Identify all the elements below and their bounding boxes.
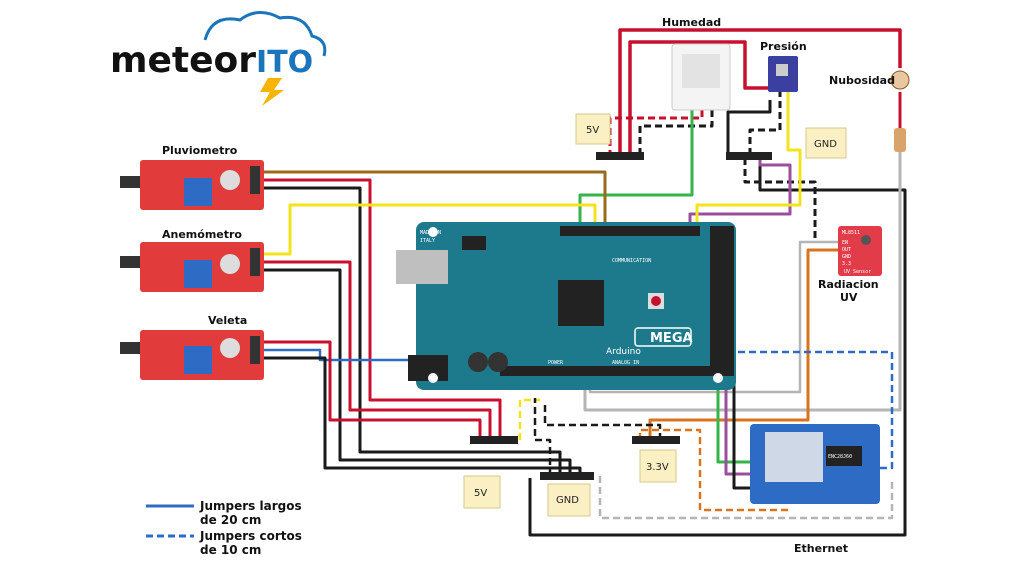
wire-yellow-anemo (262, 203, 597, 256)
wire-red-top-humidity (618, 28, 902, 158)
uv-chip-label: ML8511 (842, 230, 860, 236)
svg-text:5V: 5V (474, 488, 487, 499)
italy-label: ITALY (420, 238, 435, 244)
ethernet-chip-label: ENC28J60 (828, 454, 852, 460)
wire-green-humidity (578, 110, 694, 232)
uv-label: UV (840, 291, 858, 304)
wire-yellow-dashed-5v (518, 398, 540, 440)
tag-gnd-bottom: GND (547, 483, 591, 517)
uv-pin-3v3: 3.3 (842, 261, 851, 267)
wire-black-presion3 (528, 158, 907, 537)
tag-5v-top: 5V (575, 113, 611, 145)
power-label: POWER (548, 360, 564, 366)
svg-text:GND: GND (814, 139, 837, 150)
presion-label: Presión (760, 40, 807, 53)
wire-grey-dashed-ethernet (598, 476, 894, 520)
svg-text:3.3V: 3.3V (646, 462, 669, 473)
wire-orange-ethernet (638, 428, 790, 512)
wire-black-humidity-down (638, 110, 714, 158)
wires (262, 28, 907, 537)
sensor-veleta: Veleta (120, 314, 264, 380)
wire-black-dashed-3v3 (543, 405, 662, 440)
sensor-presion: Presión (760, 40, 807, 92)
arduino-model: MEGA (650, 331, 693, 346)
humedad-label: Humedad (662, 16, 721, 29)
made-in-label: MADE IN (420, 230, 441, 236)
communication-label: COMMUNICATION (612, 258, 651, 264)
wire-black-presion2 (726, 100, 772, 158)
uv-pin-en: EN (842, 240, 848, 246)
tag-3v3: 3.3V (639, 449, 677, 483)
legend-long-line2: de 20 cm (200, 513, 261, 527)
uv-pin-gnd: GND (842, 254, 851, 260)
wire-brown-pluvio (262, 170, 607, 232)
wire-orange-uv (648, 248, 840, 440)
sensor-nubosidad: Nubosidad (829, 70, 910, 152)
sensor-pluviometro: Pluviometro (120, 144, 264, 210)
mcu-chip (558, 280, 604, 326)
legend-short-line1: Jumpers cortos (199, 529, 302, 543)
cloud-icon (203, 11, 327, 57)
wire-black-presion4 (743, 158, 817, 240)
tag-5v-bottom: 5V (463, 475, 501, 509)
meteorito-logo: meteorITO (110, 11, 327, 106)
wire-red-humidity-down (608, 110, 704, 158)
svg-text:GND: GND (556, 495, 579, 506)
logo-text-main: meteorITO (110, 40, 313, 81)
logo-accent: ITO (256, 45, 313, 80)
lightning-bolt-icon (260, 78, 284, 106)
legend-long-line1: Jumpers largos (199, 499, 302, 513)
pluviometro-label: Pluviometro (162, 144, 238, 157)
wire-black-dashed-gnd (533, 398, 552, 476)
sensor-anemometro: Anemómetro (120, 228, 264, 292)
ethernet-label: Ethernet (794, 542, 848, 555)
anemometro-label: Anemómetro (162, 228, 242, 241)
ethernet-module: ENC28J60 Ethernet (750, 424, 880, 555)
wire-black-anemo (262, 268, 572, 476)
wire-black-veleta (262, 356, 582, 476)
wire-red-pluvio (262, 178, 502, 440)
legend-short-line2: de 10 cm (200, 543, 261, 557)
sensor-humedad: Humedad (662, 16, 731, 111)
voltage-tags: 5V GND 3.3V 5V GND (463, 113, 847, 517)
nubosidad-label: Nubosidad (829, 74, 895, 87)
connector-strips (470, 152, 772, 480)
wire-black-presion (748, 90, 782, 158)
arduino-brand: Arduino (606, 347, 641, 357)
wire-red-veleta (262, 340, 482, 440)
radiacion-label: Radiacion (818, 278, 879, 291)
wire-red-top-presion (628, 40, 770, 158)
wire-blue-dashed-ethernet (708, 350, 894, 470)
arduino-mega-board: MADE IN ITALY COMMUNICATION POWER ANALOG… (396, 222, 736, 390)
wire-purple-presion (688, 158, 792, 232)
legend: Jumpers largos de 20 cm Jumpers cortos d… (146, 499, 302, 557)
analog-in-label: ANALOG IN (612, 360, 639, 366)
uv-pin-out: OUT (842, 247, 851, 253)
veleta-label: Veleta (208, 314, 247, 327)
uv-caption: UV Sensor (844, 269, 871, 275)
logo-main: meteor (110, 40, 256, 81)
sensor-uv: ML8511 EN OUT GND 3.3 UV Sensor Radiacio… (818, 226, 882, 304)
wire-red-anemo (262, 260, 492, 440)
wire-yellow-presion (695, 90, 802, 232)
tag-gnd-top: GND (805, 127, 847, 159)
svg-text:5V: 5V (586, 125, 599, 136)
